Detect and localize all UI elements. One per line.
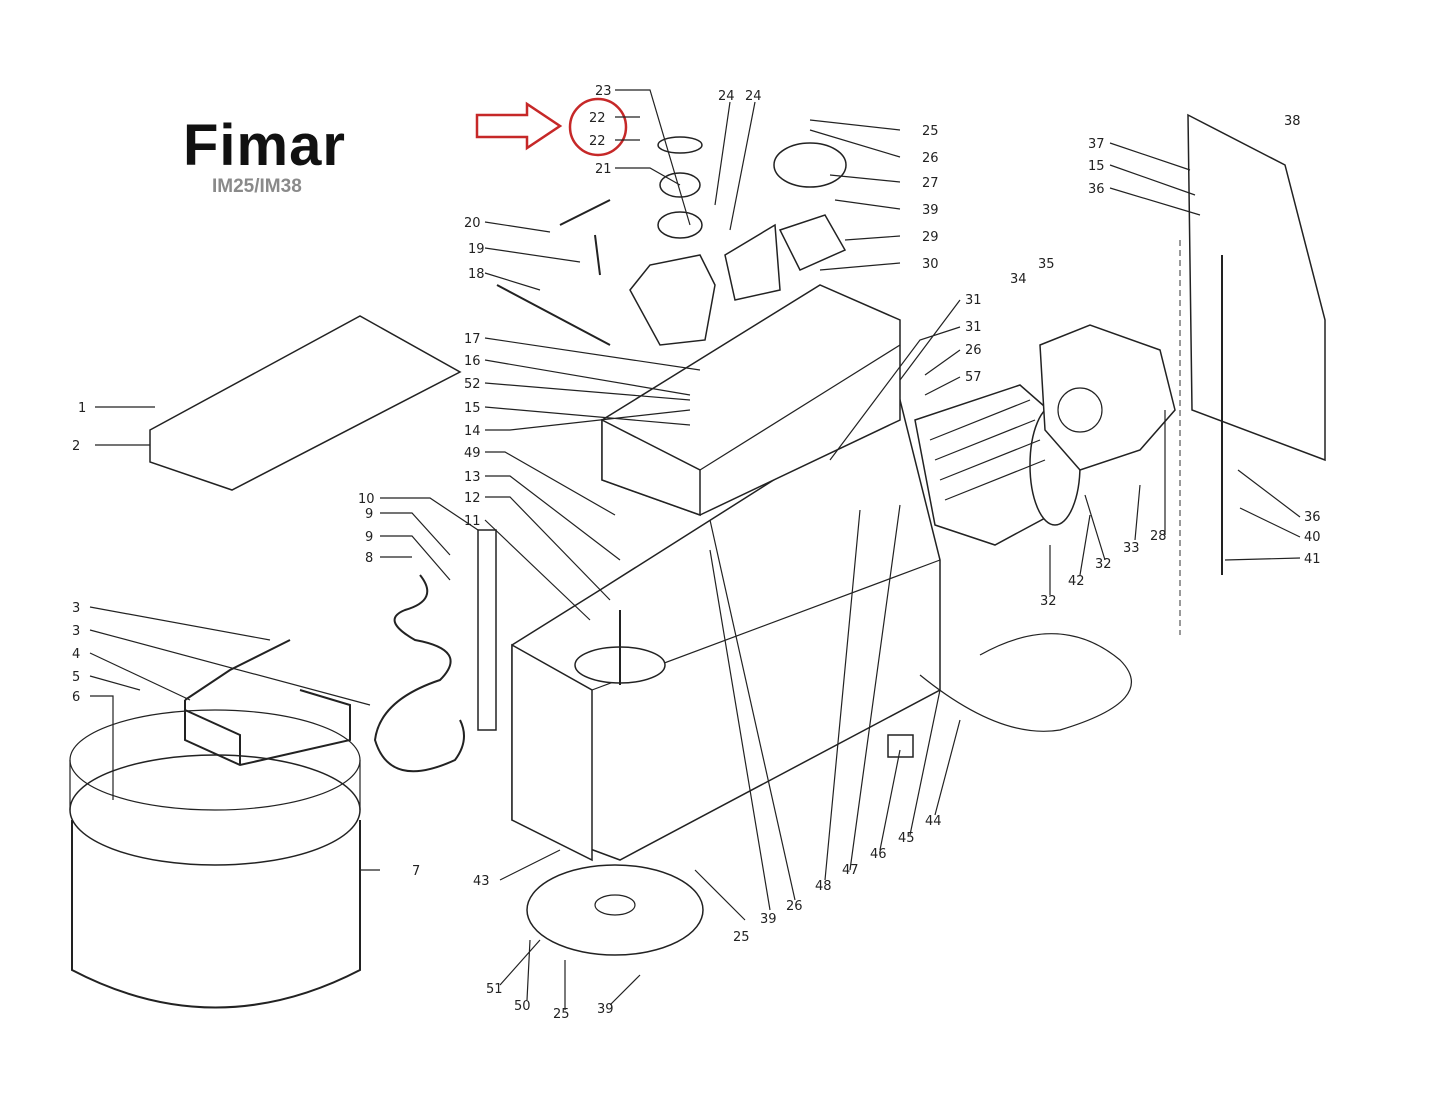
highlight-circle [568, 97, 628, 157]
part-label: 10 [358, 492, 375, 507]
highlight-arrow [475, 101, 563, 151]
gearbox [1039, 324, 1176, 471]
part-label: 39 [597, 1002, 614, 1017]
part-label: 2 [72, 439, 80, 454]
part-label: 31 [965, 320, 982, 335]
part-label: 30 [922, 257, 939, 272]
part-label: 39 [760, 912, 777, 927]
part-label: 3 [72, 601, 80, 616]
part-label: 4 [72, 647, 80, 662]
switch-block [887, 734, 914, 758]
part-label: 16 [464, 354, 481, 369]
part-label: 42 [1068, 574, 1085, 589]
part-label: 37 [1088, 137, 1105, 152]
part-label: 3 [72, 624, 80, 639]
part-label: 20 [464, 216, 481, 231]
part-label: 7 [412, 864, 420, 879]
model-label: IM25/IM38 [212, 176, 302, 197]
part-label: 23 [595, 84, 612, 99]
part-label: 18 [468, 267, 485, 282]
leader-lines [89, 89, 1301, 1010]
side-panel [1187, 113, 1326, 462]
part-label: 22 [589, 111, 606, 126]
part-labels: 1 2 3 3 4 5 6 7 8 9 9 10 11 12 13 14 49 … [72, 84, 1321, 1022]
part-label: 15 [464, 401, 481, 416]
part-label: 49 [464, 446, 481, 461]
part-label: 17 [464, 332, 481, 347]
part-label: 35 [1038, 257, 1055, 272]
part-label: 41 [1304, 552, 1321, 567]
drive-pulley [526, 864, 704, 956]
part-label: 40 [1304, 530, 1321, 545]
part-label: 9 [365, 530, 373, 545]
part-label: 28 [1150, 529, 1167, 544]
part-label: 11 [464, 514, 481, 529]
part-label: 31 [965, 293, 982, 308]
part-label: 33 [1123, 541, 1140, 556]
part-label: 38 [1284, 114, 1301, 129]
part-label: 34 [1010, 272, 1027, 287]
top-assembly [496, 136, 847, 346]
part-label: 12 [464, 491, 481, 506]
part-label: 24 [718, 89, 735, 104]
part-label: 52 [464, 377, 481, 392]
part-label: 25 [922, 124, 939, 139]
part-label: 36 [1088, 182, 1105, 197]
part-label: 46 [870, 847, 887, 862]
spiral-hook [373, 574, 465, 773]
part-label: 25 [733, 930, 750, 945]
part-label: 22 [589, 134, 606, 149]
part-label: 39 [922, 203, 939, 218]
machine-body [511, 398, 941, 862]
bowl-guard [184, 639, 351, 767]
bowl [69, 709, 361, 1009]
part-label: 44 [925, 814, 942, 829]
part-label: 25 [553, 1007, 570, 1022]
part-label: 29 [922, 230, 939, 245]
part-label: 32 [1040, 594, 1057, 609]
part-label: 24 [745, 89, 762, 104]
part-label: 36 [1304, 510, 1321, 525]
part-label: 47 [842, 863, 859, 878]
part-label: 45 [898, 831, 915, 846]
part-label: 1 [78, 401, 86, 416]
part-label: 9 [365, 507, 373, 522]
part-label: 26 [965, 343, 982, 358]
brand-logo: Fimar [183, 113, 346, 178]
part-label: 8 [365, 551, 373, 566]
part-label: 51 [486, 982, 503, 997]
part-label: 13 [464, 470, 481, 485]
breaker-bar [477, 529, 497, 731]
lid-panel [149, 315, 462, 491]
part-label: 5 [72, 670, 80, 685]
part-label: 48 [815, 879, 832, 894]
part-label: 21 [595, 162, 612, 177]
part-label: 57 [965, 370, 982, 385]
part-label: 14 [464, 424, 481, 439]
part-label: 43 [473, 874, 490, 889]
part-label: 50 [514, 999, 531, 1014]
part-label: 6 [72, 690, 80, 705]
power-cable [919, 633, 1132, 732]
part-label: 19 [468, 242, 485, 257]
head-housing [601, 284, 901, 517]
part-label: 15 [1088, 159, 1105, 174]
part-label: 26 [922, 151, 939, 166]
part-label: 32 [1095, 557, 1112, 572]
part-label: 26 [786, 899, 803, 914]
part-label: 27 [922, 176, 939, 191]
